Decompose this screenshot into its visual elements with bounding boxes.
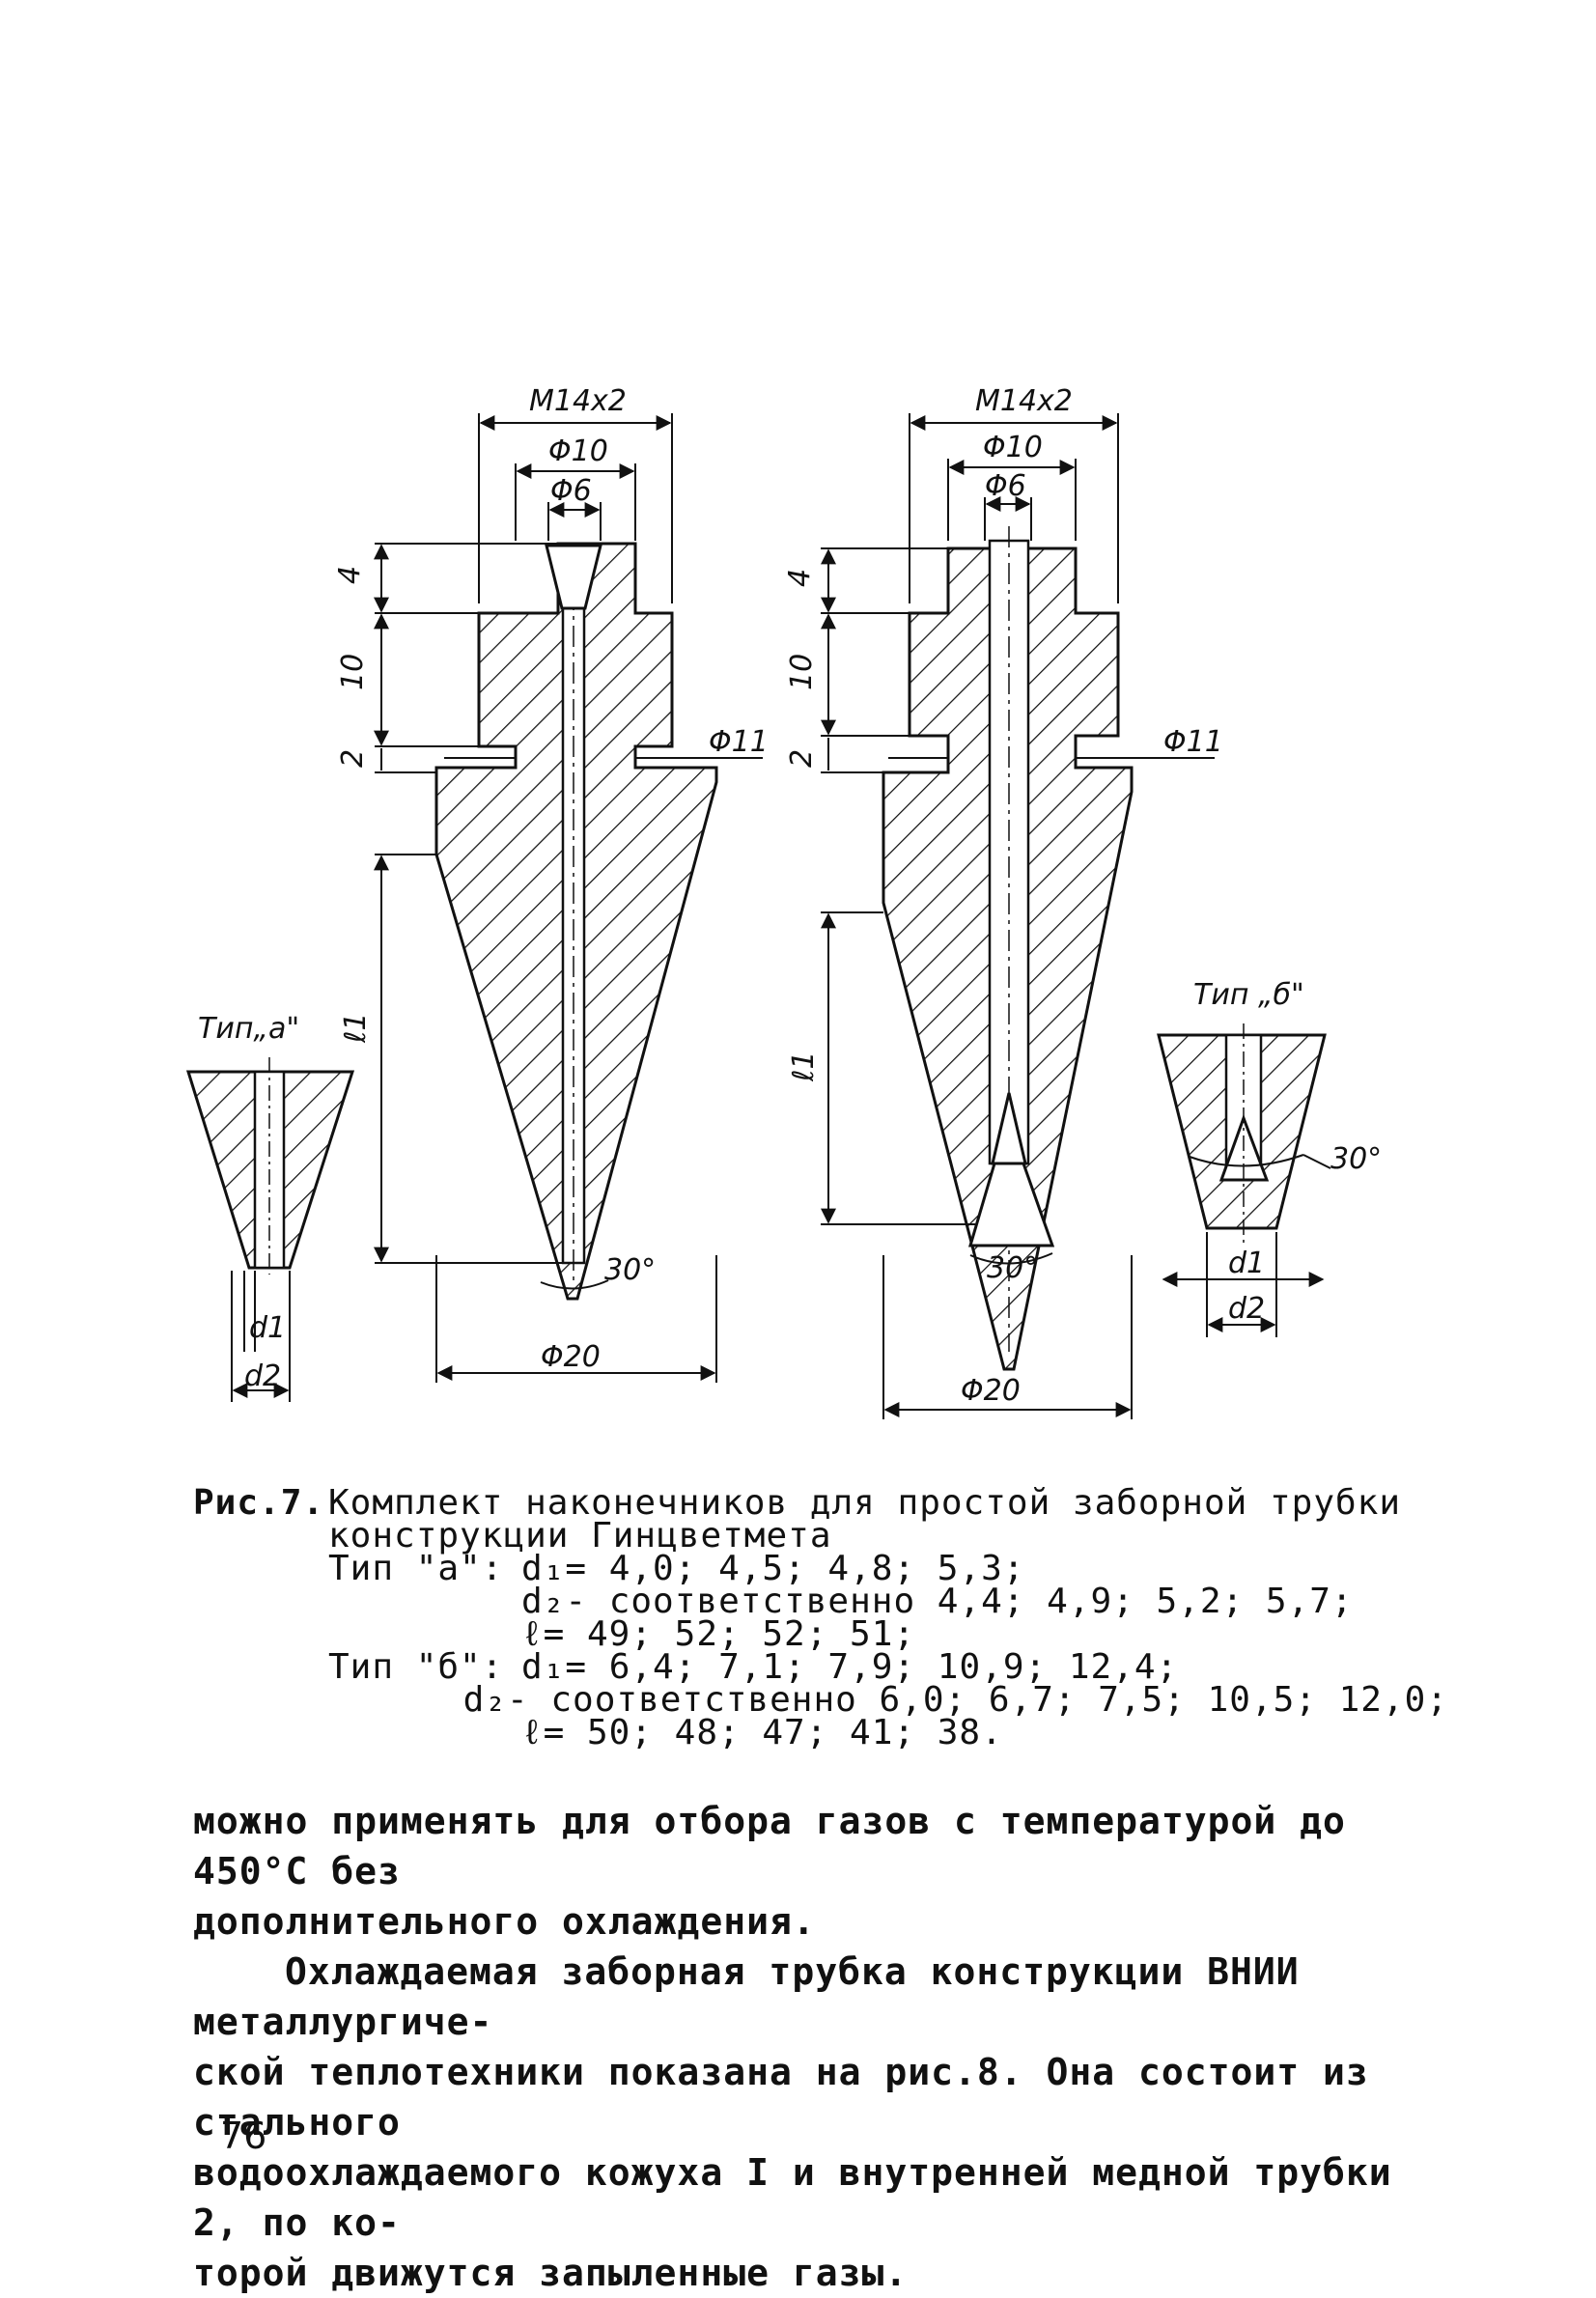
type-a-caption-label: Тип "а": — [328, 1549, 504, 1588]
left-dimensions — [374, 413, 763, 1383]
right-dim-2: 2 — [785, 749, 819, 768]
type-b-label: Тип „б" — [1193, 978, 1304, 1012]
nozzle-right — [882, 526, 1134, 1371]
right-d6-label: Φ6 — [985, 469, 1026, 503]
type-a-d2-label: d2 — [244, 1359, 281, 1393]
type-a-label: Тип„а" — [198, 1012, 299, 1046]
right-angle-label: 30° — [987, 1251, 1038, 1285]
right-thread-label: M14x2 — [975, 384, 1073, 418]
left-dim-4: 4 — [333, 566, 367, 584]
para2-line4: торой движутся запыленные газы. — [193, 2252, 909, 2294]
right-dim-10: 10 — [785, 654, 819, 690]
page-number: 76 — [220, 2115, 267, 2157]
right-d20-label: Φ20 — [961, 1374, 1021, 1408]
left-thread-label: M14x2 — [529, 384, 627, 418]
type-a-d1-values: d₁= 4,0; 4,5; 4,8; 5,3; — [521, 1549, 1025, 1588]
technical-drawing: M14x2 Φ10 Φ6 4 10 2 Φ11 ℓ1 30° Φ20 Тип„а… — [185, 384, 1382, 1419]
right-d10-label: Φ10 — [983, 431, 1043, 464]
caption-title-line1: Комплект наконечников для простой заборн… — [328, 1483, 1402, 1523]
nozzle-left — [434, 542, 718, 1301]
right-dim-4: 4 — [783, 569, 817, 587]
left-dim-10: 10 — [336, 654, 370, 690]
right-l1-label: ℓ1 — [787, 1051, 821, 1082]
type-a-d2-values: d₂- соответственно 4,4; 4,9; 5,2; 5,7; — [521, 1582, 1354, 1621]
left-d10-label: Φ10 — [548, 434, 608, 468]
para2-line3: водоохлаждаемого кожуха I и внутренней м… — [193, 2151, 1392, 2244]
para1-line2: дополнительного охлаждения. — [193, 1900, 816, 1943]
para2-line2: ской теплотехники показана на рис.8. Она… — [193, 2051, 1369, 2144]
body-text: можно применять для отбора газов с темпе… — [193, 1796, 1400, 2298]
left-dim-2: 2 — [336, 749, 370, 768]
left-d11-label: Φ11 — [709, 725, 769, 759]
type-b-angle-label: 30° — [1330, 1142, 1382, 1176]
detail-type-a — [185, 1057, 355, 1402]
left-l1-label: ℓ1 — [339, 1013, 373, 1044]
left-d20-label: Φ20 — [541, 1340, 601, 1374]
para2-line1: Охлаждаемая заборная трубка конструкции … — [193, 1950, 1300, 2043]
figure-caption: Рис.7. Комплект наконечников для простой… — [193, 1483, 1448, 1752]
type-b-l-values: ℓ= 50; 48; 47; 41; 38. — [521, 1713, 1003, 1752]
type-b-d2-values: d₂- соответственно 6,0; 6,7; 7,5; 10,5; … — [462, 1680, 1448, 1720]
type-b-d2-label: d2 — [1228, 1292, 1265, 1326]
type-a-l-values: ℓ= 49; 52; 52; 51; — [521, 1614, 916, 1654]
detail-type-b — [1157, 1023, 1331, 1337]
right-dimensions — [821, 413, 1215, 1419]
type-b-d1-values: d₁= 6,4; 7,1; 7,9; 10,9; 12,4; — [521, 1647, 1179, 1687]
caption-title-line2: конструкции Гинцветмета — [328, 1516, 832, 1555]
para1-line1: можно применять для отбора газов с темпе… — [193, 1800, 1346, 1892]
left-angle-label: 30° — [604, 1253, 656, 1287]
figure-number: Рис.7. — [193, 1483, 325, 1523]
type-a-d1-label: d1 — [249, 1311, 286, 1345]
left-d6-label: Φ6 — [550, 474, 592, 508]
type-b-caption-label: Тип "б": — [328, 1647, 504, 1687]
right-d11-label: Φ11 — [1163, 725, 1223, 759]
type-b-d1-label: d1 — [1228, 1247, 1265, 1280]
